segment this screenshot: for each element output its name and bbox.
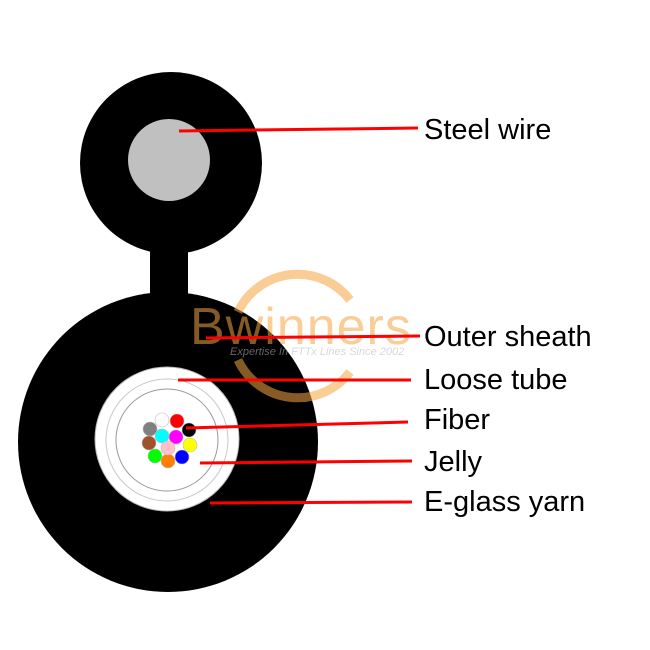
fiber-5 (168, 429, 184, 445)
fiber-12 (160, 440, 176, 456)
watermark-brand: Bwinners (190, 298, 412, 356)
fiber-11 (174, 449, 190, 465)
leader-line-outer-sheath (205, 334, 421, 340)
leader-lines (178, 126, 421, 505)
leader-line-e-glass-yarn (209, 500, 413, 505)
label-loose-tube: Loose tube (424, 364, 568, 396)
fiber-1 (154, 412, 170, 428)
leader-line-jelly (199, 459, 413, 465)
steel-wire (128, 119, 210, 201)
fiber-3 (142, 421, 158, 437)
label-steel-wire: Steel wire (424, 114, 551, 146)
fiber-9 (147, 448, 163, 464)
fiber-10 (160, 453, 176, 469)
label-outer-sheath: Outer sheath (424, 321, 592, 353)
fiber-7 (141, 435, 157, 451)
leader-line-steel-wire (178, 126, 419, 133)
watermark-arc-bottom (233, 357, 354, 403)
fiber-8 (182, 437, 198, 453)
leader-line-fiber (185, 420, 409, 430)
watermark: Bwinners Expertise In FTTx Lines Since 2… (190, 269, 412, 403)
label-e-glass-yarn: E-glass yarn (424, 486, 585, 518)
fiber-bundle (141, 412, 198, 469)
label-jelly: Jelly (424, 446, 483, 478)
fiber-2 (169, 413, 185, 429)
watermark-tagline: Expertise In FTTx Lines Since 2002 (230, 346, 404, 358)
fiber-6 (181, 422, 197, 438)
jelly-ring (105, 378, 229, 502)
label-fiber: Fiber (424, 404, 490, 436)
watermark-arc (233, 269, 354, 315)
